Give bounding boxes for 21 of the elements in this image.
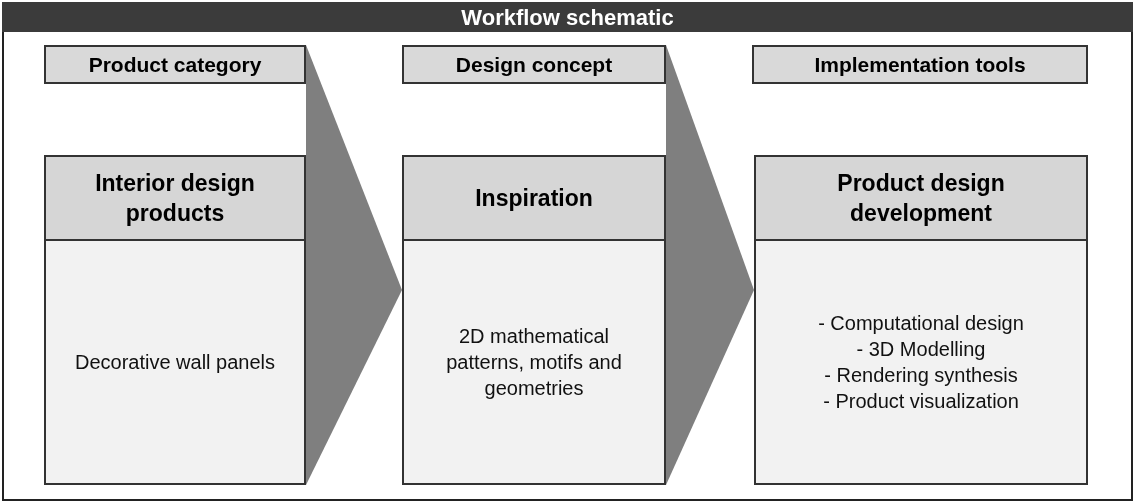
card-title: Product design development — [836, 169, 1006, 228]
stage-card — [402, 155, 666, 485]
header-text: Implementation tools — [814, 51, 1026, 78]
card-title: Interior design products — [94, 169, 256, 228]
header-box — [44, 45, 306, 84]
card-body-text: - 3D Modelling — [856, 337, 986, 362]
chevron-arrow — [306, 45, 402, 485]
card-title: Inspiration — [475, 184, 593, 213]
header-box — [752, 45, 1088, 84]
card-body-text: - Product visualization — [823, 389, 1019, 414]
stage-card — [754, 155, 1088, 485]
card-body-text: - Computational design — [818, 311, 1024, 336]
title-bar: Workflow schematic — [2, 2, 1133, 32]
stage-card — [44, 155, 306, 485]
card-body-text: - Rendering synthesis — [824, 363, 1018, 388]
header-text: Design concept — [455, 51, 613, 78]
card-body-text: Decorative wall panels — [74, 350, 276, 375]
header-text: Product category — [88, 51, 262, 78]
chevron-arrow — [666, 45, 754, 485]
header-box — [402, 45, 666, 84]
card-body-text: 2D mathematical patterns, motifs and geometries — [445, 324, 623, 401]
